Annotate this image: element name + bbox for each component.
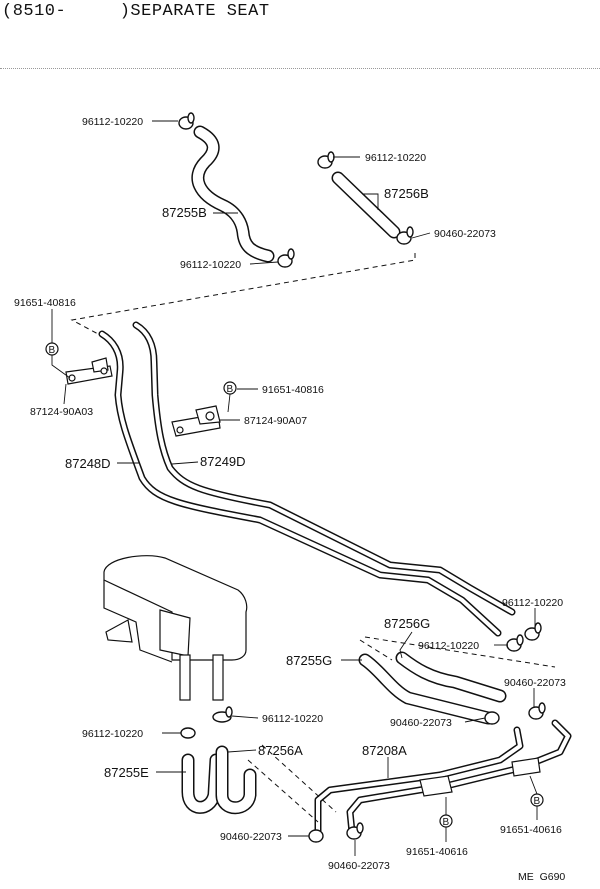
dashed-link-top [70,253,416,336]
hose-87256b[interactable] [331,171,401,239]
pipe-87249d[interactable] [132,321,516,616]
label-87208a: 87208A [362,743,407,758]
label-96112-10220-top-left: 96112-10220 [82,116,143,128]
label-96112-10220-mid: 96112-10220 [180,259,241,271]
bolt-marker-b2: B [223,381,237,395]
label-91651-40616-right: 91651-40616 [500,824,562,836]
hose-87256g[interactable] [395,651,507,703]
pipe-87208a[interactable] [314,719,572,839]
label-90460-22073-right: 90460-22073 [504,677,566,689]
bolt-marker-b4-letter: B [534,796,541,807]
clamp-lower-left-1[interactable] [180,727,196,739]
clamp-under-87255b[interactable] [277,248,295,268]
dashed-link-bottom [247,744,337,823]
label-87124-90a07: 87124-90A07 [244,415,307,427]
label-90460-22073-bottom: 90460-22073 [328,860,390,872]
clamp-bottom-1[interactable] [308,829,324,843]
bolt-marker-b4: B [530,793,544,807]
clamp-lower-right-1[interactable] [484,711,500,725]
bolt-marker-b2-letter: B [227,384,234,395]
clamp-under-87256b[interactable] [396,226,414,245]
pipe-87248d[interactable] [98,330,502,637]
hose-87255g[interactable] [358,653,495,725]
diagram-reference-code: ME G690 [518,871,565,883]
dashed-link-mid [359,636,556,668]
label-91651-40816-left: 91651-40816 [14,297,76,309]
clamp-mid-right-2[interactable] [524,622,542,641]
diagram-title: (8510- )SEPARATE SEAT [2,2,270,21]
label-96112-10220-lower: 96112-10220 [262,713,323,725]
hose-87255b[interactable] [191,125,275,263]
label-87256a: 87256A [258,743,303,758]
label-96112-10220-mid-right: 96112-10220 [418,640,479,652]
leader-lines [51,120,538,856]
label-87248d: 87248D [65,456,111,471]
hose-87256a[interactable] [215,745,257,815]
bolt-marker-b3: B [439,814,453,828]
label-87255g: 87255G [286,653,332,668]
bolt-marker-b3-letter: B [443,817,450,828]
bracket-87124-90a03[interactable] [65,357,113,385]
heater-unit [103,555,248,701]
label-87124-90a03: 87124-90A03 [30,406,93,418]
clamp-bottom-2[interactable] [346,822,364,840]
label-90460-22073-center: 90460-22073 [390,717,452,729]
label-87255b: 87255B [162,205,207,220]
clamp-lower-left-2[interactable] [212,706,233,723]
label-91651-40616-bottom: 91651-40616 [406,846,468,858]
label-87255e: 87255E [104,765,149,780]
clamp-lower-right-2[interactable] [528,702,546,720]
label-91651-40816-mid: 91651-40816 [262,384,324,396]
header-divider [0,68,600,69]
clamp-top-left[interactable] [178,112,195,130]
label-96112-10220-lower-left: 96112-10220 [82,728,143,740]
bracket-87124-90a07[interactable] [171,405,221,437]
label-96112-10220-right: 96112-10220 [502,597,563,609]
clamp-mid-right-1[interactable] [506,634,524,652]
bolt-marker-b1: B [45,342,59,356]
label-87256g: 87256G [384,616,430,631]
clamp-top-right[interactable] [317,151,335,169]
label-90460-22073-top: 90460-22073 [434,228,496,240]
hose-87255e[interactable] [181,753,223,814]
label-90460-22073-bottom-left: 90460-22073 [220,831,282,843]
label-87256b: 87256B [384,186,429,201]
label-96112-10220-top-right: 96112-10220 [365,152,426,164]
label-87249d: 87249D [200,454,246,469]
bolt-marker-b1-letter: B [49,345,56,356]
